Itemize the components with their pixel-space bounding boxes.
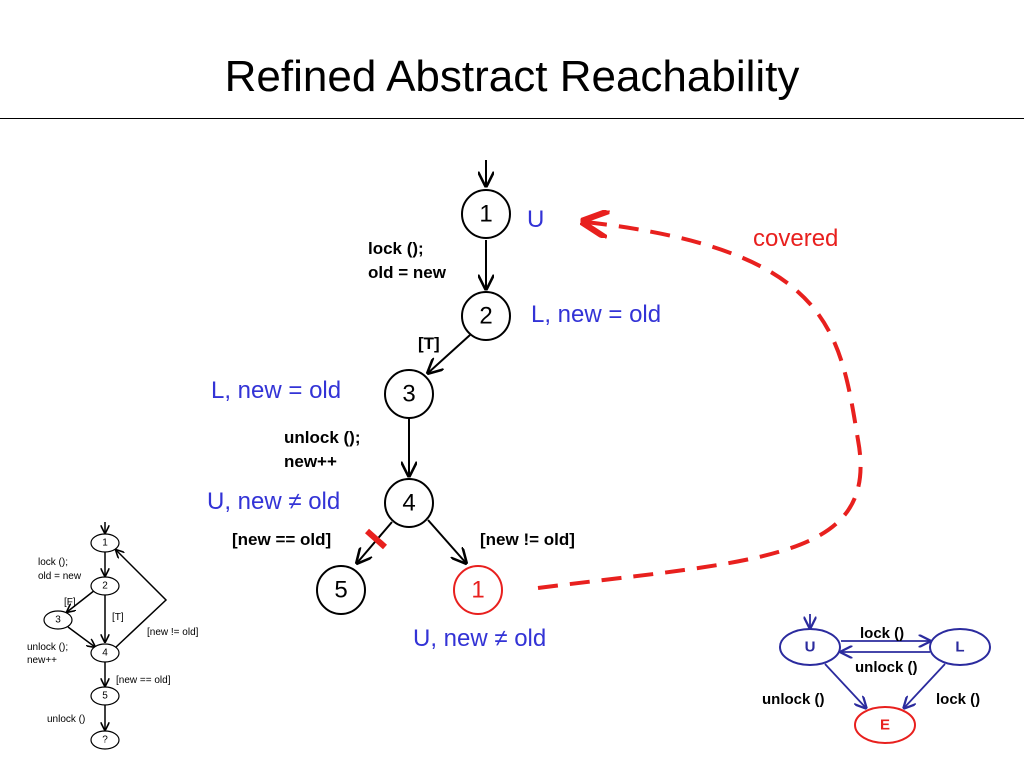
- edge-label-new-neq-old: [new != old]: [480, 530, 575, 549]
- automaton-label-unlock: unlock (): [855, 659, 918, 676]
- edge-label-assign: old = new: [368, 263, 447, 282]
- slide-title: Refined Abstract Reachability: [224, 52, 800, 101]
- mini-node-2: 2: [90, 576, 120, 596]
- tree-node-1-covered: 1: [453, 565, 503, 615]
- tree-node-4: 4: [384, 478, 434, 528]
- automaton-label-unlock-error: unlock (): [762, 691, 825, 708]
- covered-arc: [537, 222, 863, 590]
- automaton-edge-U-E: [824, 663, 866, 708]
- mini-label-false: [F]: [64, 597, 76, 608]
- node-number: 5: [334, 577, 347, 604]
- mini-node-number: ?: [102, 735, 108, 746]
- title-divider: [0, 118, 1024, 119]
- mini-node-number: 2: [102, 581, 108, 592]
- tree-node-2: 2: [461, 291, 511, 341]
- mini-edge-2-3: [67, 589, 96, 612]
- mini-node-number: 1: [102, 538, 108, 549]
- cut-mark: [365, 528, 387, 550]
- mini-node-1: 1: [90, 533, 120, 553]
- mini-label-true: [T]: [112, 612, 124, 623]
- automaton-label-lock: lock (): [860, 625, 904, 642]
- state-name: E: [880, 717, 890, 734]
- node-number: 3: [402, 381, 415, 408]
- automaton-state-L: L: [929, 628, 991, 666]
- mini-edge-3-4: [67, 626, 95, 647]
- edge-label-new-eq-old: [new == old]: [232, 530, 331, 549]
- mini-node-number: 3: [55, 615, 61, 626]
- automaton-state-U: U: [779, 628, 841, 666]
- node-number: 1: [471, 577, 484, 604]
- edge-4-5: [357, 521, 393, 563]
- mini-node-4: 4: [90, 643, 120, 663]
- mini-node-number: 5: [102, 691, 108, 702]
- edge-2-3: [428, 334, 471, 373]
- mini-label-unlock: unlock ();: [27, 642, 68, 653]
- state-name: U: [805, 639, 816, 656]
- automaton-state-E: E: [854, 706, 916, 744]
- mini-label-unlock-final: unlock (): [47, 714, 85, 725]
- mini-node-3: 3: [43, 610, 73, 630]
- state-label-node3: L, new = old: [211, 377, 341, 404]
- mini-tree: 1 2 3 4 5 ? lock (); old = new [F] [T] u…: [27, 522, 199, 750]
- edge-label-unlock: unlock ();: [284, 428, 361, 447]
- state-label-node4: U, new ≠ old: [207, 488, 340, 515]
- automaton-edge-L-E: [904, 663, 946, 708]
- mini-edge-4-1: [115, 550, 168, 649]
- tree-node-3: 3: [384, 369, 434, 419]
- mini-label-new-neq-old: [new != old]: [147, 627, 199, 638]
- automaton-label-lock-error: lock (): [936, 691, 980, 708]
- mini-node-5: 5: [90, 686, 120, 706]
- state-label-node1: U: [527, 206, 544, 233]
- main-tree: 1 2 3 4 5 1 lock (); old = new [T] unloc…: [207, 160, 863, 652]
- state-label-covered-node: U, new ≠ old: [413, 625, 546, 652]
- edge-label-lock: lock ();: [368, 239, 424, 258]
- mini-node-number: 4: [102, 648, 108, 659]
- mini-node-unknown: ?: [90, 730, 120, 750]
- tree-node-1: 1: [461, 189, 511, 239]
- node-number: 4: [402, 490, 415, 517]
- node-number: 2: [479, 303, 492, 330]
- lock-automaton: U L E lock () unlock () unlock () lock (…: [762, 614, 991, 744]
- mini-label-lock: lock ();: [38, 557, 68, 568]
- covered-label: covered: [753, 225, 838, 252]
- state-name: L: [955, 639, 964, 656]
- state-label-node2: L, new = old: [531, 301, 661, 328]
- tree-node-5: 5: [316, 565, 366, 615]
- edge-label-true: [T]: [418, 334, 440, 353]
- edge-4-1: [427, 519, 466, 563]
- node-number: 1: [479, 201, 492, 228]
- mini-label-increment: new++: [27, 655, 57, 666]
- mini-label-new-eq-old: [new == old]: [116, 675, 171, 686]
- edge-label-increment: new++: [284, 452, 337, 471]
- mini-label-assign: old = new: [38, 571, 82, 582]
